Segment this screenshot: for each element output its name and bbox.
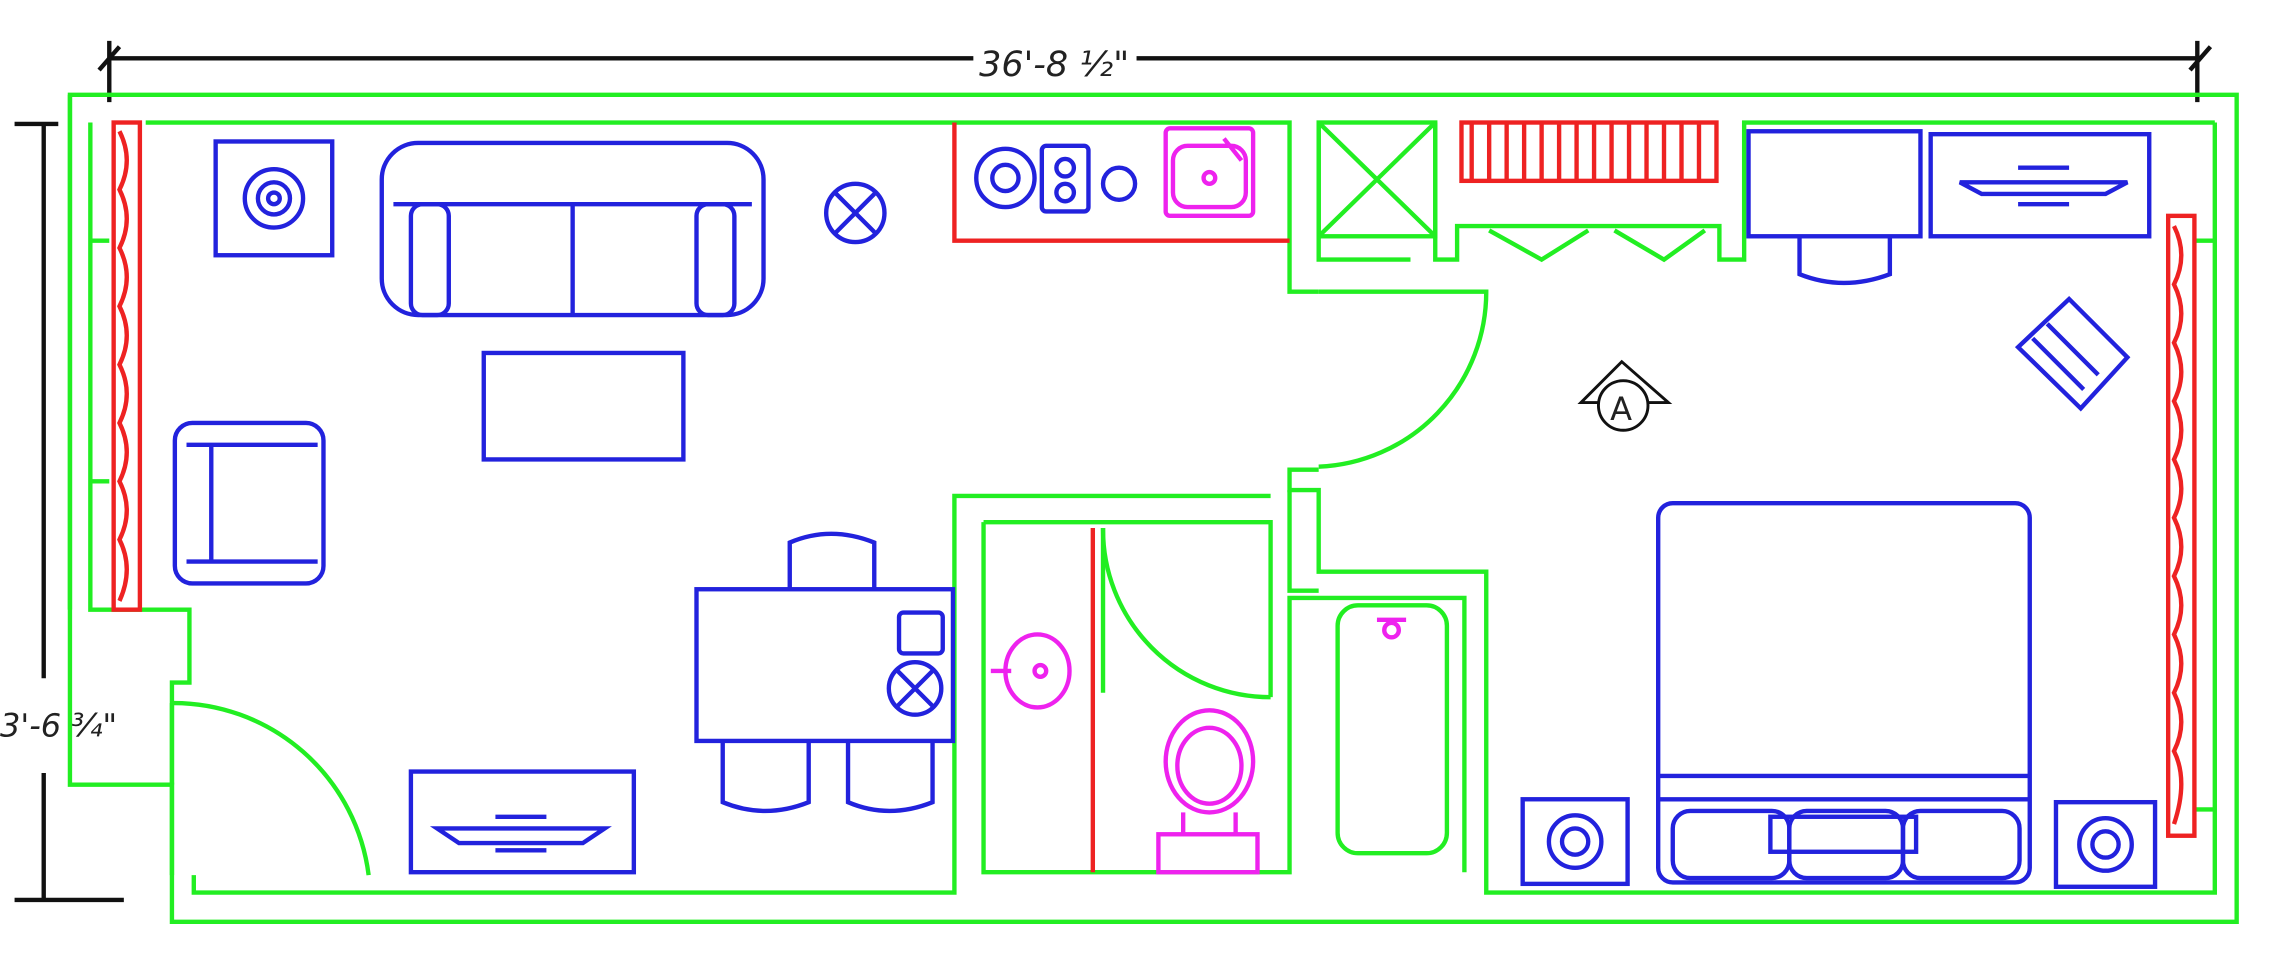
dresser-with-tv — [1928, 131, 2152, 239]
bathroom-sink — [1003, 632, 1072, 710]
dining-table — [694, 587, 956, 744]
curtains — [111, 120, 2197, 838]
desk-chair — [1797, 236, 1893, 286]
stove-burner — [974, 146, 1037, 210]
width-dimension-text: 36'-8 ½" — [979, 45, 1129, 85]
doors — [169, 289, 1489, 876]
desk — [1746, 129, 1923, 239]
section-marker-label: A — [1610, 390, 1632, 428]
tub-faucet — [1382, 620, 1402, 640]
sofa — [379, 140, 766, 318]
height-dimension-text: 3'-6 ¾" — [0, 707, 117, 745]
lamp-icon — [886, 659, 944, 717]
kitchen-counter — [952, 122, 1290, 243]
living-room — [172, 139, 887, 875]
closet — [1316, 120, 1719, 263]
tv-console — [408, 769, 637, 875]
armchair — [172, 420, 326, 586]
dining-chair — [720, 740, 811, 814]
lounge-chair — [2014, 295, 2131, 412]
appliance — [1039, 143, 1091, 214]
width-dimension: 36'-8 ½" — [97, 40, 2213, 103]
nightstand-right — [2053, 799, 2158, 889]
cushion — [1768, 814, 1919, 854]
bathroom-door-swing — [1100, 527, 1271, 700]
phone-icon — [896, 610, 945, 656]
closet-bifold-doors — [1488, 228, 1707, 263]
pillow — [1787, 808, 1906, 881]
hanging-rod — [1459, 120, 1719, 184]
section-marker: A — [1577, 359, 1673, 432]
appliance-round — [1100, 165, 1138, 203]
height-dimension: 3'-6 ¾" — [0, 121, 124, 903]
pillow — [1900, 808, 2022, 881]
coffee-table — [481, 350, 686, 462]
dining-chair — [845, 740, 935, 814]
floor-lamp — [823, 181, 887, 245]
entry-door-swing — [171, 700, 371, 876]
bedroom: A — [1520, 129, 2158, 889]
end-table — [213, 139, 335, 258]
bathroom — [990, 527, 1450, 875]
dining-area — [694, 531, 956, 814]
nightstand-left — [1520, 797, 1630, 887]
toilet — [1156, 708, 1260, 875]
bathtub — [1335, 603, 1450, 856]
dining-chair — [787, 531, 877, 590]
kitchen-sink — [1163, 126, 1256, 219]
bedroom-door-swing — [1318, 289, 1489, 469]
bed — [1656, 501, 2032, 885]
walls — [67, 92, 2239, 924]
